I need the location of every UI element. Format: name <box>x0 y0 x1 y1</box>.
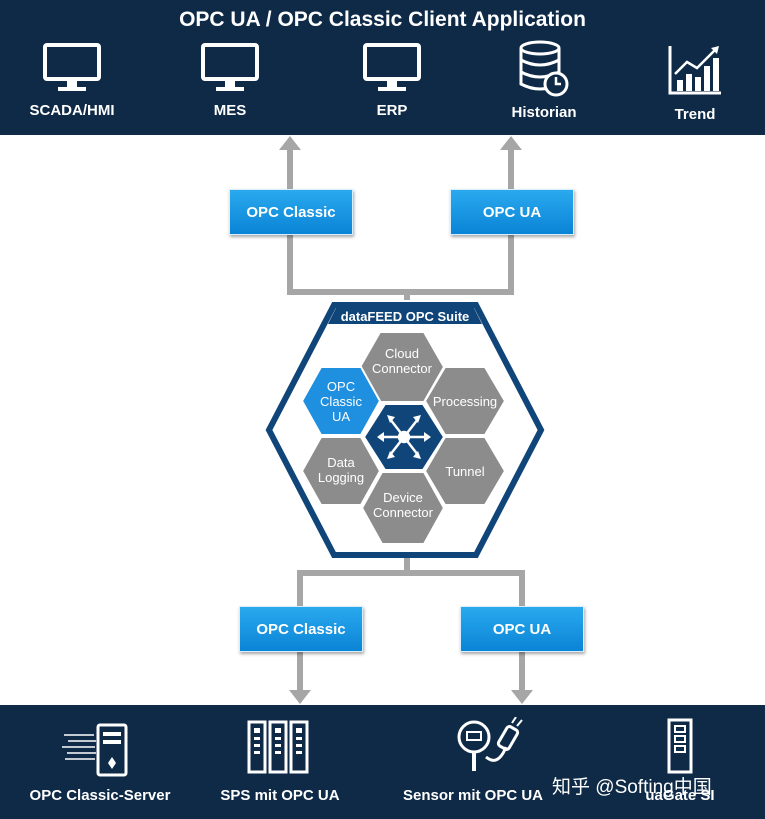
upper-protocol-opc-ua: OPC UA <box>450 189 574 235</box>
server-icon <box>62 723 128 777</box>
monitor-icon <box>363 43 421 91</box>
arrow-down-left <box>289 690 311 704</box>
hex-tunnel <box>423 436 507 506</box>
upper-protocol-opc-classic: OPC Classic <box>229 189 353 235</box>
suite-title-bar <box>328 308 482 324</box>
monitor-icon <box>43 43 101 91</box>
source-uagate: uaGate SI <box>610 705 750 819</box>
source-label: uaGate SI <box>645 787 715 804</box>
watermark: 知乎 @Softing中国 <box>552 777 712 798</box>
data-source-band: OPC Classic-Server SPS mit OPC UA <box>0 705 765 819</box>
app-historian: Historian <box>479 0 609 135</box>
source-sensor: Sensor mit OPC UA <box>388 705 558 819</box>
database-icon <box>519 40 569 97</box>
lower-protocol-opc-ua: OPC UA <box>460 606 584 652</box>
source-opc-classic-server: OPC Classic-Server <box>0 705 200 819</box>
module-tunnel: Tunnel <box>445 464 485 479</box>
app-label: ERP <box>376 102 408 119</box>
module-processing: Processing <box>432 394 498 409</box>
app-label: Historian <box>511 104 577 121</box>
app-label: SCADA/HMI <box>29 102 115 119</box>
app-label: MES <box>213 102 247 119</box>
client-application-band: OPC UA / OPC Classic Client Application … <box>0 0 765 135</box>
app-scada-hmi: SCADA/HMI <box>7 0 137 135</box>
app-erp: ERP <box>327 0 457 135</box>
hex-device <box>360 471 446 545</box>
gateway-icon <box>667 718 693 774</box>
app-trend: Trend <box>630 0 760 135</box>
suite-title: dataFEED OPC Suite <box>340 309 470 324</box>
monitor-icon <box>201 43 259 91</box>
chart-icon <box>668 46 721 95</box>
source-label: Sensor mit OPC UA <box>402 787 544 804</box>
lower-protocol-opc-classic: OPC Classic <box>239 606 363 652</box>
sensor-icon <box>457 717 523 771</box>
app-mes: MES <box>165 0 295 135</box>
source-label: OPC Classic-Server <box>29 787 171 804</box>
source-label: SPS mit OPC UA <box>220 787 340 804</box>
arrow-up-left <box>279 136 301 150</box>
hex-data-logging <box>300 436 382 506</box>
source-sps: SPS mit OPC UA <box>200 705 360 819</box>
page-title: OPC UA / OPC Classic Client Application <box>179 8 586 31</box>
arrow-up-right <box>500 136 522 150</box>
hex-opc-classic-ua <box>300 366 382 436</box>
network-hub-icon <box>377 415 431 459</box>
app-label: Trend <box>674 106 716 123</box>
hex-processing <box>423 366 507 436</box>
arrow-down-right <box>511 690 533 704</box>
plc-icon <box>247 720 309 774</box>
